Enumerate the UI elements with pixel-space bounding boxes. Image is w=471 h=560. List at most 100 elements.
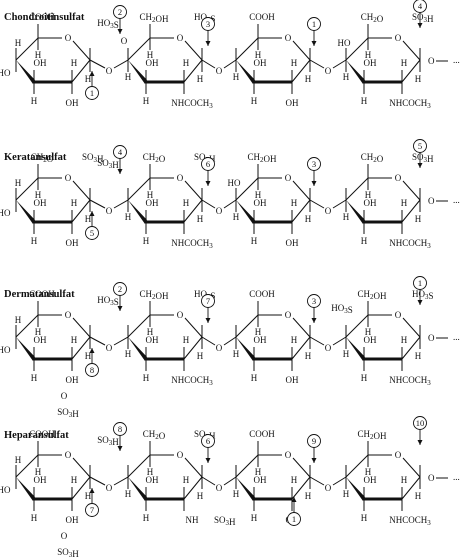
hydrogen-atom: H	[85, 74, 92, 84]
bond-line	[183, 199, 203, 223]
bond-line	[345, 454, 369, 478]
chain-oxygen: O	[428, 196, 435, 206]
arrow-head	[89, 488, 95, 493]
arrow-head	[291, 497, 297, 502]
ring-4-sulfate-group: HO3S	[331, 303, 353, 315]
bond-line	[291, 476, 311, 500]
arrow-head	[311, 318, 317, 323]
arrow-head	[117, 169, 123, 174]
ring-1-c3-hydroxyl: OH	[34, 475, 47, 485]
hydrogen-atom: H	[401, 198, 408, 208]
glycosidic-bond	[201, 59, 216, 69]
hydrogen-atom: H	[31, 96, 38, 106]
section-title: Heparansulfat	[4, 430, 69, 441]
hydrogen-atom: H	[85, 214, 92, 224]
cleavage-marker-6	[201, 157, 215, 171]
arrow-head	[311, 181, 317, 186]
hydrogen-atom: H	[361, 513, 368, 523]
cleavage-marker-1	[85, 86, 99, 100]
bond-line	[127, 177, 151, 201]
cleavage-marker-8	[85, 363, 99, 377]
wedge-bond	[401, 200, 420, 224]
ring-1-c6-group: COOH	[29, 429, 55, 439]
wedge-bond	[16, 200, 35, 224]
ring-1-c3-hydroxyl: OH	[34, 335, 47, 345]
cleavage-marker-number: 7	[90, 505, 94, 515]
cleavage-marker-number: 1	[90, 88, 94, 98]
glycosidic-oxygen: O	[325, 343, 332, 353]
hydrogen-atom: H	[35, 327, 42, 337]
chain-ellipsis: ...	[453, 332, 460, 342]
arrow-head	[417, 163, 423, 168]
hydrogen-atom: H	[183, 58, 190, 68]
arrow-head	[205, 41, 211, 46]
hydrogen-atom: H	[85, 491, 92, 501]
bond-line	[127, 454, 151, 478]
hydrogen-atom: H	[291, 335, 298, 345]
hydrogen-atom: H	[401, 335, 408, 345]
bond-line	[292, 180, 311, 201]
glycosidic-bond	[309, 476, 325, 486]
bond-line	[402, 457, 421, 478]
glycosidic-bond	[113, 336, 129, 346]
bond-line	[127, 37, 151, 61]
ring-1-c2-sulfate: SO3H	[57, 547, 79, 559]
ring-1-c4-hydroxyl: HO	[0, 485, 11, 495]
wedge-bond	[16, 60, 35, 84]
bond-line	[71, 476, 91, 500]
glycosidic-oxygen: O	[216, 206, 223, 216]
cleavage-marker-1	[307, 17, 321, 31]
arrow-head	[417, 23, 423, 28]
cleavage-marker-number: 8	[118, 424, 122, 434]
hydrogen-atom: H	[343, 72, 350, 82]
cleavage-marker-number: 2	[118, 7, 122, 17]
glycosidic-oxygen: O	[106, 206, 113, 216]
hydrogen-atom: H	[147, 190, 154, 200]
wedge-bond	[183, 477, 202, 501]
bond-line	[345, 314, 369, 338]
ring-1-c2-sulfate: SO3H	[57, 407, 79, 419]
bond-line	[72, 457, 91, 478]
hydrogen-atom: H	[71, 58, 78, 68]
glycosidic-bond	[332, 336, 347, 346]
hydrogen-atom: H	[415, 74, 422, 84]
cleavage-marker-3	[307, 294, 321, 308]
ring-3-c2-hydroxyl: OH	[286, 98, 299, 108]
ring-1-c2-oxygen: O	[61, 531, 68, 541]
ring-2-c6-group: CH2OH	[139, 12, 169, 24]
ring-1-c4-hydroxyl: HO	[0, 208, 11, 218]
hydrogen-atom: H	[365, 50, 372, 60]
glycosidic-oxygen: O	[216, 343, 223, 353]
ring-4-sulfate-group: SO3H	[412, 12, 434, 24]
ring-oxygen: O	[177, 173, 184, 183]
wedge-bond	[346, 60, 365, 84]
hydrogen-atom: H	[251, 513, 258, 523]
wedge-bond	[183, 60, 202, 84]
cleavage-marker-number: 2	[118, 284, 122, 294]
ring-3-c4-hydroxyl: HO	[228, 178, 241, 188]
ring-1-c4-hydroxyl: HO	[0, 345, 11, 355]
hydrogen-atom: H	[255, 190, 262, 200]
ring-1-c2-hydroxyl: OH	[66, 98, 79, 108]
hydrogen-atom: H	[197, 214, 204, 224]
glycosidic-bond	[223, 59, 237, 69]
ring-4-c2-group: NHCOCH3	[389, 515, 431, 527]
bond-line	[235, 177, 259, 201]
bond-line	[291, 59, 311, 83]
bond-line	[15, 454, 39, 478]
hydrogen-atom: H	[31, 373, 38, 383]
bond-line	[402, 40, 421, 61]
wedge-bond	[346, 337, 365, 361]
glycosidic-oxygen: O	[325, 66, 332, 76]
glycosidic-bond	[89, 199, 106, 209]
hydrogen-atom: H	[361, 373, 368, 383]
hydrogen-atom: H	[365, 327, 372, 337]
wedge-bond	[16, 477, 35, 501]
ring-oxygen: O	[65, 173, 72, 183]
ring-2-c3-hydroxyl: OH	[146, 475, 159, 485]
glycosidic-bond	[113, 59, 129, 69]
glycosidic-bond	[201, 336, 216, 346]
ring-2-c3-hydroxyl: OH	[146, 335, 159, 345]
chain-oxygen: O	[428, 473, 435, 483]
